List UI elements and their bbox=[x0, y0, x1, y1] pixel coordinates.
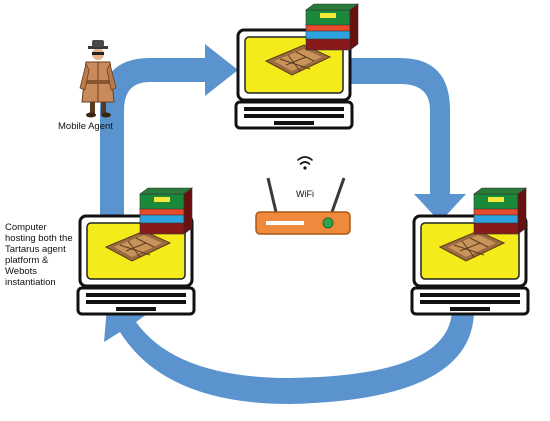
platform-stack-right bbox=[473, 187, 527, 235]
arrow-right-to-left bbox=[104, 292, 474, 404]
platform-stack-top bbox=[305, 3, 359, 51]
arrow-left-to-top bbox=[100, 44, 238, 218]
platform-stack-left bbox=[139, 187, 193, 235]
arrow-top-to-right bbox=[350, 58, 466, 222]
spy-agent-icon bbox=[79, 40, 117, 118]
wifi-router-icon bbox=[255, 177, 351, 235]
wifi-signal-icon bbox=[297, 156, 313, 170]
host-computer-label: Computer hosting both the Tartarus agent… bbox=[5, 222, 73, 288]
wifi-label: WiFi bbox=[296, 189, 314, 199]
mobile-agent-label: Mobile Agent bbox=[58, 121, 113, 132]
cycle-arrows bbox=[100, 44, 474, 404]
